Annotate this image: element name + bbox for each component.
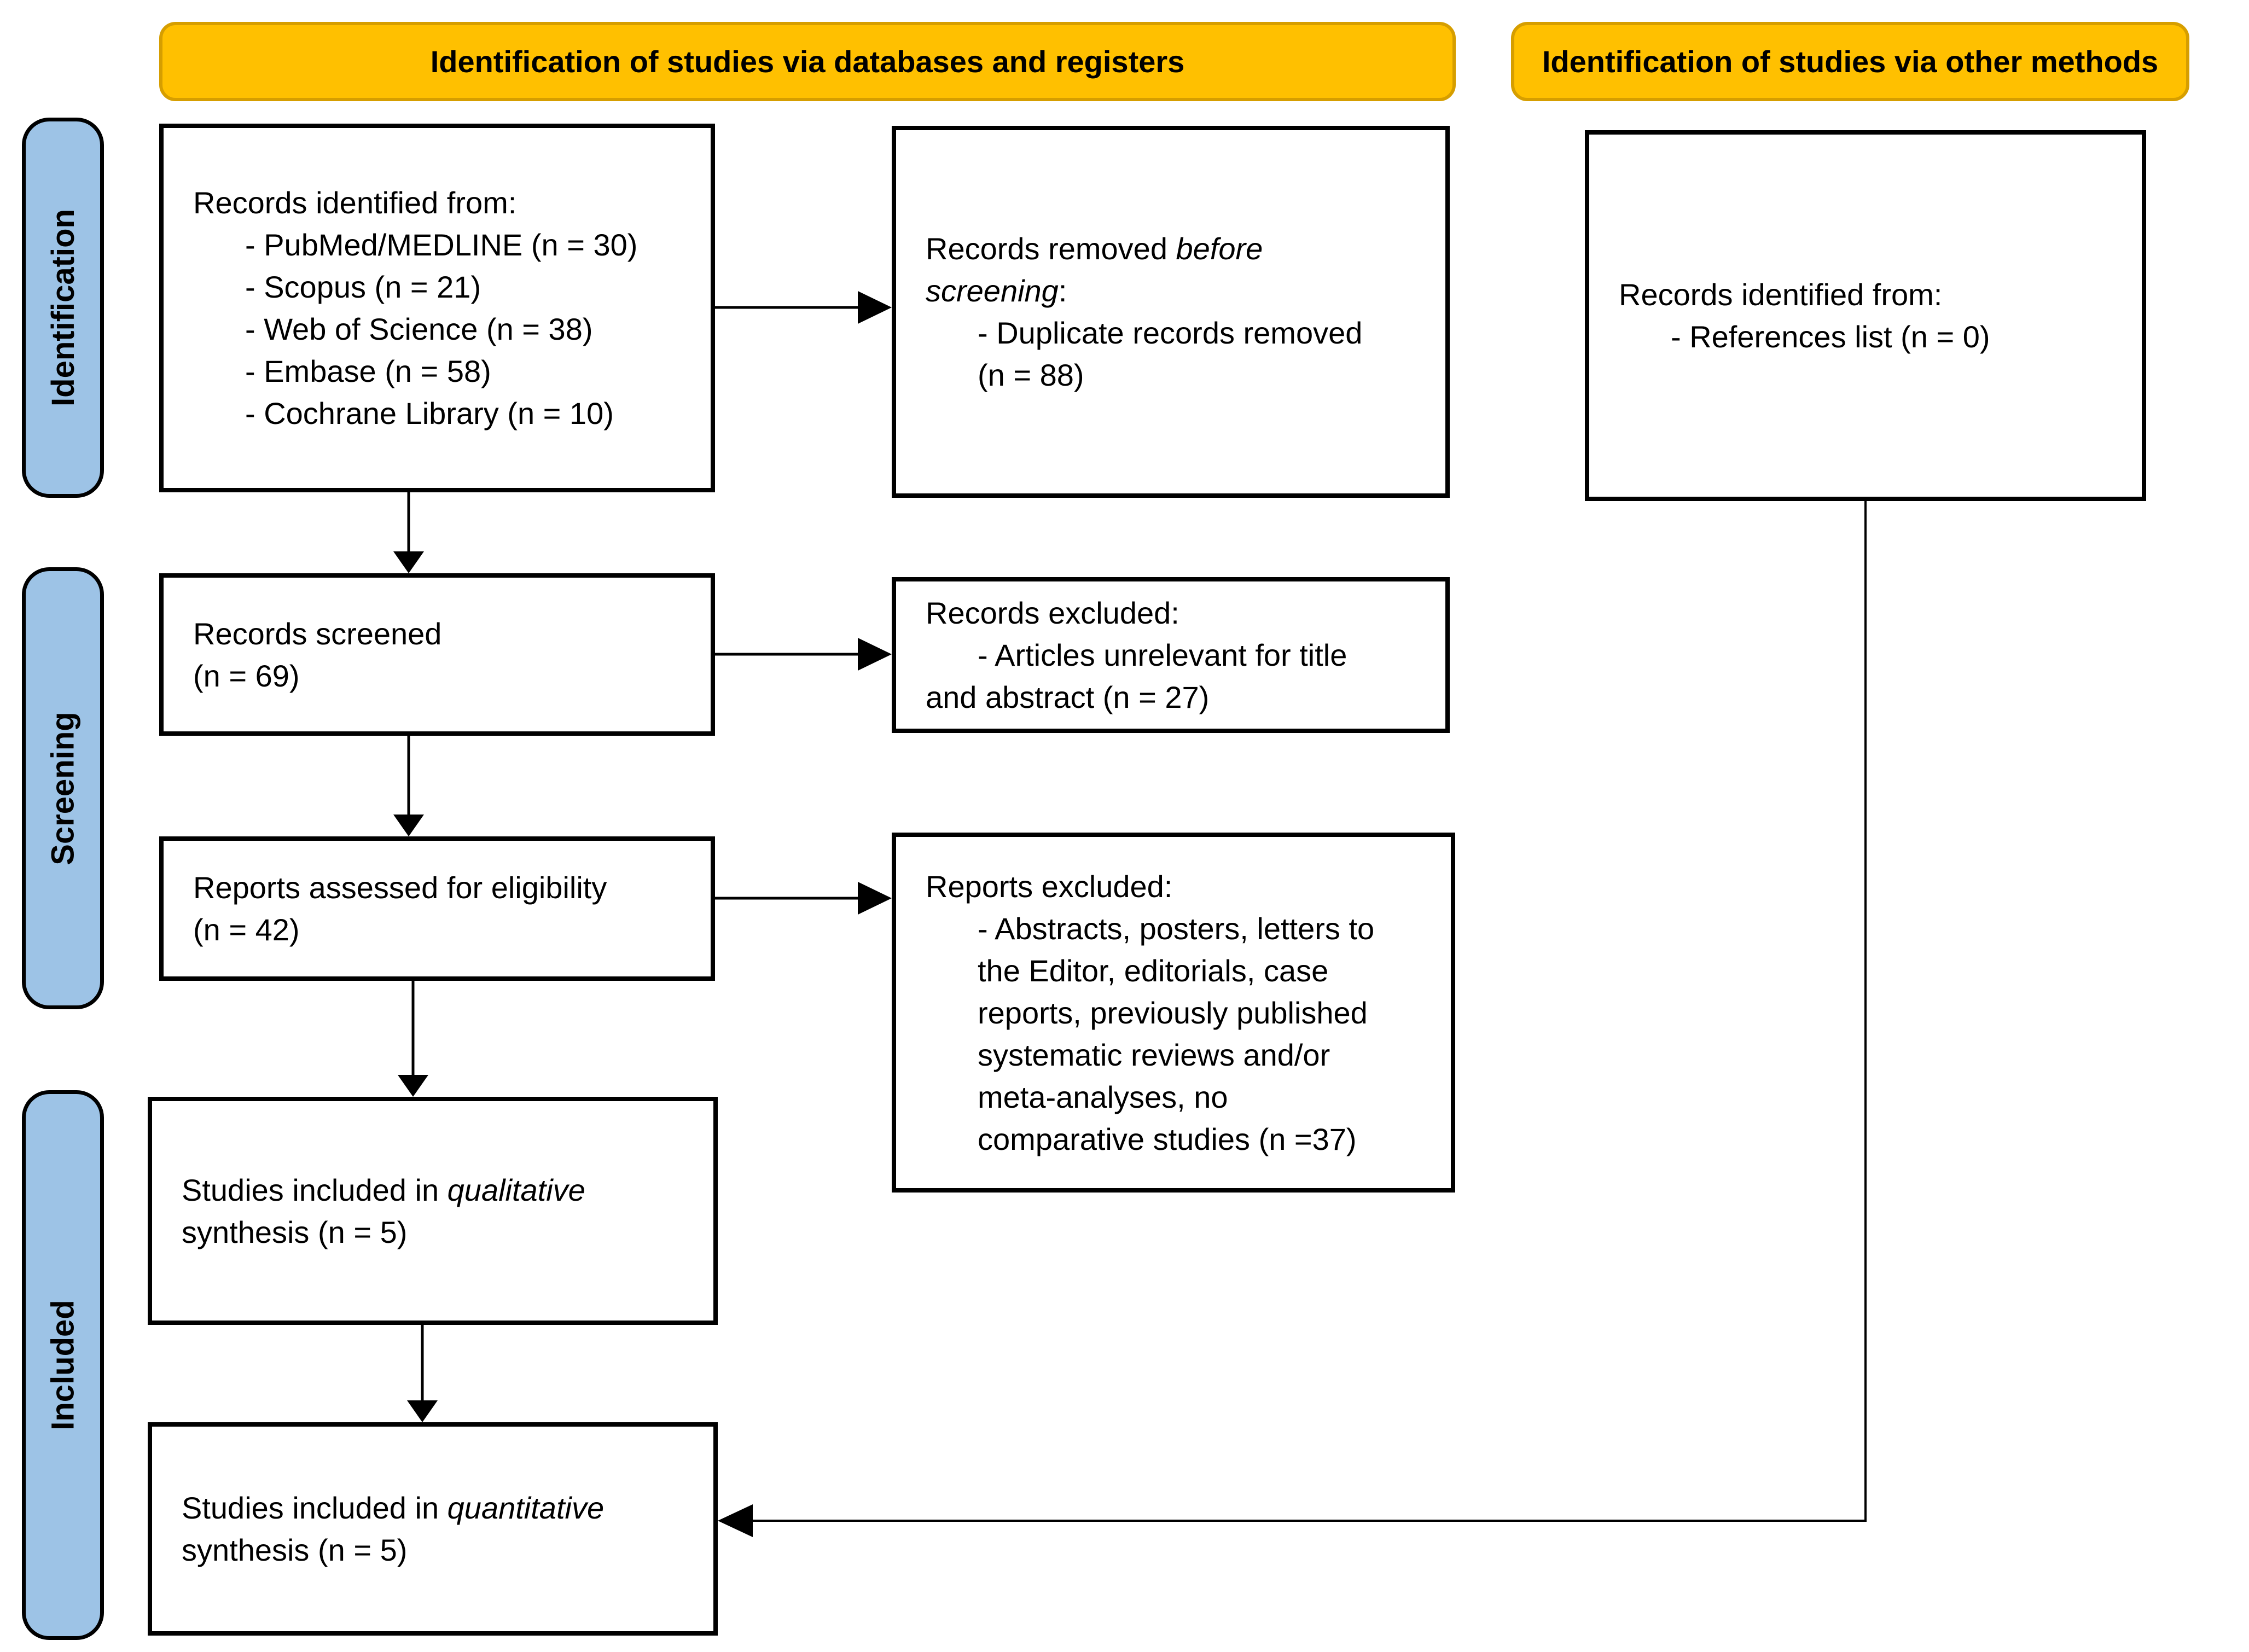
box-text-line: screening: [926,274,1067,308]
box-text-line: Records identified from: [193,185,517,220]
stage-identification: Identification [22,118,104,498]
box-text-line: Records excluded: [926,596,1179,630]
box-text-line: synthesis (n = 5) [182,1533,408,1567]
box-text-line: - References list (n = 0) [1671,319,1990,354]
stage-screening: Screening [22,567,104,1009]
arrow-assessed-to-reports-excluded [715,882,892,915]
box-text-line: Studies included in quantitative [182,1491,605,1525]
box-text-line: - Duplicate records removed [978,316,1363,350]
box-text-line: Reports assessed for eligibility [193,870,607,905]
box-records-screened: Records screened (n = 69) [159,573,715,736]
box-qualitative-synthesis: Studies included in qualitative synthesis… [148,1097,718,1325]
box-text-line: meta-analyses, no [978,1079,1228,1114]
box-records-other-methods: Records identified from: - References lis… [1585,130,2146,501]
box-text-line: the Editor, editorials, case [978,953,1329,988]
box-records-identified: Records identified from: - PubMed/MEDLINE… [159,124,715,492]
box-text-line: - Web of Science (n = 38) [245,312,593,346]
arrow-screened-to-assessed [393,736,424,836]
box-text-line: (n = 42) [193,912,300,947]
arrow-qualitative-to-quantitative [407,1325,438,1422]
box-text-line: - Abstracts, posters, letters to [978,911,1375,946]
stage-included: Included [22,1090,104,1640]
box-text-line: systematic reviews and/or [978,1037,1330,1072]
arrow-assessed-to-qualitative [398,981,428,1097]
box-text-line: - Embase (n = 58) [245,354,491,388]
box-text-line: - Cochrane Library (n = 10) [245,396,614,431]
arrow-identified-to-removed [715,291,892,324]
stage-identification-label: Identification [45,209,81,406]
box-text-line: Records removed before [926,231,1263,266]
box-text-line: Records identified from: [1619,277,1943,312]
box-quantitative-synthesis: Studies included in quantitative synthesi… [148,1422,718,1636]
arrow-identified-to-screened [393,492,424,573]
box-records-excluded: Records excluded: - Articles unrelevant f… [892,577,1450,733]
arrow-screened-to-excluded [715,638,892,671]
arrow-other-methods-to-quantitative [718,501,1867,1537]
stage-included-label: Included [45,1300,81,1430]
box-text-line: reports, previously published [978,995,1368,1030]
banner-other-methods: Identification of studies via other meth… [1511,22,2189,101]
box-text-line: comparative studies (n =37) [978,1121,1357,1156]
stage-screening-label: Screening [45,711,81,865]
box-reports-excluded: Reports excluded: - Abstracts, posters, l… [892,833,1455,1193]
box-text-line: (n = 69) [193,658,300,693]
box-text-line: and abstract (n = 27) [926,680,1210,714]
box-text-line: - Articles unrelevant for title [978,638,1347,672]
box-records-removed: Records removed before screening: - Duplic… [892,126,1450,498]
box-reports-assessed: Reports assessed for eligibility (n = 42) [159,836,715,981]
box-text-line: - Scopus (n = 21) [245,270,481,304]
box-text-line: synthesis (n = 5) [182,1214,408,1249]
box-text-line: (n = 88) [978,358,1084,392]
box-text-line: Records screened [193,616,442,651]
banner-databases-registers: Identification of studies via databases … [159,22,1456,101]
box-text-line: - PubMed/MEDLINE (n = 30) [245,228,638,262]
box-text-line: Studies included in qualitative [182,1172,585,1207]
box-text-line: Reports excluded: [926,869,1173,904]
